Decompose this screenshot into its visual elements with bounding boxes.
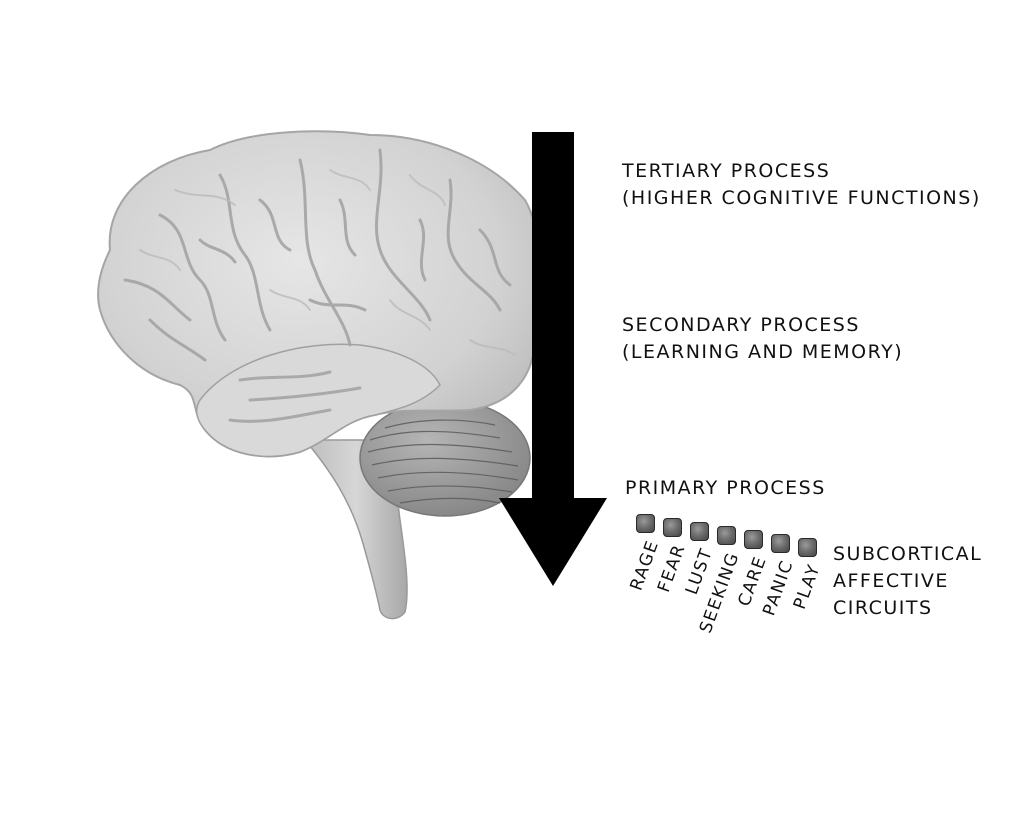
tertiary-subtitle: (HIGHER COGNITIVE FUNCTIONS) [622, 187, 981, 209]
secondary-process-label: SECONDARY PROCESS (LEARNING AND MEMORY) [622, 312, 903, 366]
arrow-head [499, 498, 607, 586]
circuit-chip-panic [771, 534, 790, 553]
subcortical-line1: SUBCORTICAL [833, 543, 983, 565]
subcortical-line2: AFFECTIVE [833, 570, 949, 592]
primary-title: PRIMARY PROCESS [625, 477, 826, 499]
circuit-chip-rage [636, 514, 655, 533]
secondary-title: SECONDARY PROCESS [622, 314, 860, 336]
circuit-chip-fear [663, 518, 682, 537]
secondary-subtitle: (LEARNING AND MEMORY) [622, 341, 904, 363]
arrow-shaft [532, 132, 574, 504]
circuit-chip-lust [690, 522, 709, 541]
subcortical-circuits-label: SUBCORTICAL AFFECTIVE CIRCUITS [833, 541, 982, 622]
tertiary-process-label: TERTIARY PROCESS (HIGHER COGNITIVE FUNCT… [622, 158, 981, 212]
circuit-chip-seeking [717, 526, 736, 545]
tertiary-title: TERTIARY PROCESS [622, 160, 831, 182]
circuit-chip-care [744, 530, 763, 549]
circuit-chip-play [798, 538, 817, 557]
primary-process-label: PRIMARY PROCESS [625, 475, 826, 502]
subcortical-line3: CIRCUITS [833, 597, 933, 619]
